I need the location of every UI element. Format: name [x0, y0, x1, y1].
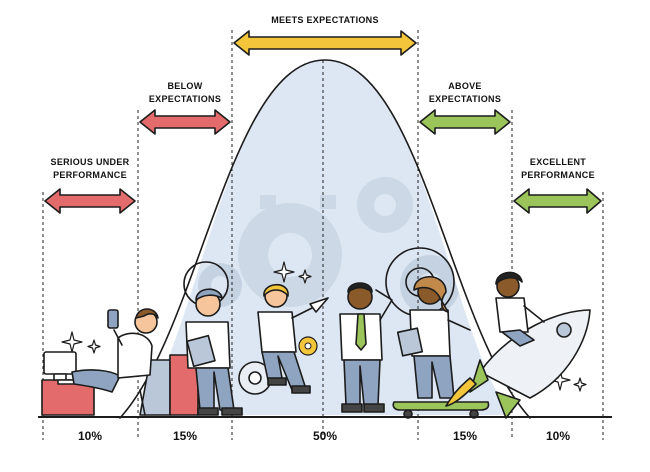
label-below-line1: BELOW [168, 81, 203, 91]
label-above-line1: ABOVE [448, 81, 482, 91]
range-arrow-excellent [513, 188, 602, 214]
figure-serious-underperformer [41, 308, 171, 416]
label-excellent-line2: PERFORMANCE [521, 170, 595, 180]
skateboard-icon [392, 401, 490, 419]
label-below-line2: EXPECTATIONS [149, 94, 221, 104]
percent-below: 15% [173, 429, 197, 443]
percent-excellent: 10% [546, 429, 570, 443]
figure-excellent-performance [445, 271, 591, 419]
sparkle-icon [573, 377, 587, 392]
figure-meets-right [339, 282, 393, 413]
range-arrow-meets [233, 30, 417, 56]
label-meets: MEETS EXPECTATIONS [271, 15, 379, 25]
rocket-icon [445, 309, 591, 419]
range-arrow-serious [44, 188, 136, 214]
clipboard-icon [396, 327, 424, 357]
figure-above-expectations [392, 276, 490, 419]
percent-meets: 50% [313, 429, 337, 443]
figure-below-expectations [169, 288, 243, 416]
paper-plane-icon [309, 297, 329, 313]
gear-icon [357, 177, 413, 233]
gear-icon [238, 203, 342, 307]
percent-above: 15% [453, 429, 477, 443]
range-arrow-above [419, 109, 511, 135]
sparkle-icon [273, 261, 295, 283]
sparkle-icon [61, 331, 83, 353]
figure-meets-left [257, 283, 329, 394]
clipboard-icon [186, 334, 216, 368]
label-excellent-line1: EXCELLENT [530, 157, 586, 167]
range-arrow-below [139, 109, 231, 135]
sparkle-icon [298, 269, 312, 284]
label-serious-line1: SERIOUS UNDER [51, 157, 130, 167]
percent-serious: 10% [78, 429, 102, 443]
sparkle-icon [87, 339, 101, 354]
label-above-line2: EXPECTATIONS [429, 94, 501, 104]
label-serious-line2: PERFORMANCE [53, 170, 127, 180]
gear-icon [298, 336, 318, 356]
smartphone-icon [107, 309, 119, 329]
